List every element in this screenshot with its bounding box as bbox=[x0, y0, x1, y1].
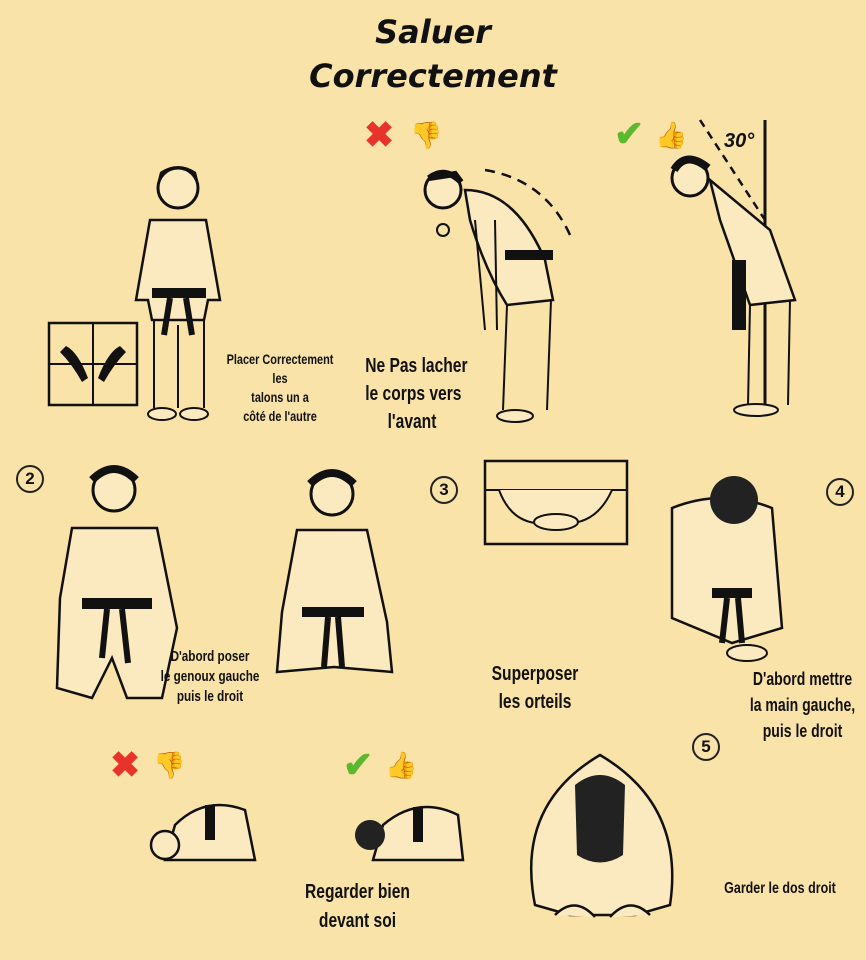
kneeling-hands-figure bbox=[670, 476, 784, 662]
thumbs-down-icon: 👎 bbox=[410, 120, 443, 150]
bowing-wrong-figure bbox=[423, 168, 572, 423]
caption-line: le genoux gauche bbox=[160, 668, 260, 685]
thumbs-up-icon: 👍 bbox=[655, 120, 688, 150]
caption-line: puis le droit bbox=[176, 688, 244, 705]
caption-line: les orteils bbox=[498, 691, 572, 713]
step-number-3: 3 bbox=[430, 476, 458, 504]
caption-line: D'abord mettre bbox=[752, 669, 853, 689]
bowing-seated-front-figure bbox=[530, 753, 674, 918]
caption-line: la main gauche, bbox=[749, 695, 856, 715]
caption-straight-back: Garder le dos droit bbox=[724, 880, 836, 897]
caption-line: Regarder bien bbox=[305, 881, 410, 903]
caption-line: puis le droit bbox=[762, 721, 843, 741]
angle-label: 30° bbox=[724, 130, 755, 152]
caption-line: Ne Pas lacher bbox=[365, 355, 468, 377]
caption-line: l'avant bbox=[387, 411, 437, 433]
feet-diagram bbox=[47, 321, 139, 407]
thumbs-down-icon: 👎 bbox=[153, 750, 186, 780]
prostrate-right-figure bbox=[355, 805, 465, 862]
standing-figure bbox=[134, 166, 222, 421]
step-number-4: 4 bbox=[826, 478, 854, 506]
caption-line: côté de l'autre bbox=[243, 408, 317, 424]
check-icon: ✔ bbox=[614, 113, 645, 154]
caption-look-ahead: Regarder bien devant soi bbox=[305, 878, 410, 936]
caption-step-3: Superposer les orteils bbox=[484, 660, 585, 716]
caption-wrong-bow: Ne Pas lacher le corps vers l'avant bbox=[365, 352, 468, 436]
caption-line: devant soi bbox=[318, 910, 397, 932]
caption-line: Placer Correctement bbox=[226, 351, 334, 367]
caption-step-4: D'abord mettre la main gauche, puis le d… bbox=[746, 666, 859, 744]
cross-icon: ✖ bbox=[110, 744, 141, 785]
caption-line: les bbox=[272, 370, 288, 386]
title-line-2: Correctement bbox=[309, 57, 557, 95]
kneeling-figure-2 bbox=[275, 469, 394, 674]
kneeling-figure-1 bbox=[55, 465, 179, 700]
bowing-right-figure bbox=[670, 119, 797, 417]
caption-line: D'abord poser bbox=[170, 648, 250, 665]
step-number-5: 5 bbox=[692, 733, 720, 761]
caption-line: le corps vers bbox=[365, 383, 462, 405]
step-number-2: 2 bbox=[16, 465, 44, 493]
cross-icon: ✖ bbox=[364, 114, 395, 155]
caption-line: talons un a bbox=[251, 389, 309, 405]
thumbs-up-icon: 👍 bbox=[385, 750, 418, 780]
caption-step-2: D'abord poser le genoux gauche puis le d… bbox=[155, 647, 264, 707]
check-icon: ✔ bbox=[343, 744, 374, 785]
caption-line: Superposer bbox=[491, 663, 579, 685]
toes-diagram bbox=[483, 459, 629, 546]
title-line-1: Saluer bbox=[375, 13, 491, 51]
prostrate-wrong-figure bbox=[149, 803, 257, 862]
caption-feet: Placer Correctement les talons un a côté… bbox=[222, 350, 339, 426]
